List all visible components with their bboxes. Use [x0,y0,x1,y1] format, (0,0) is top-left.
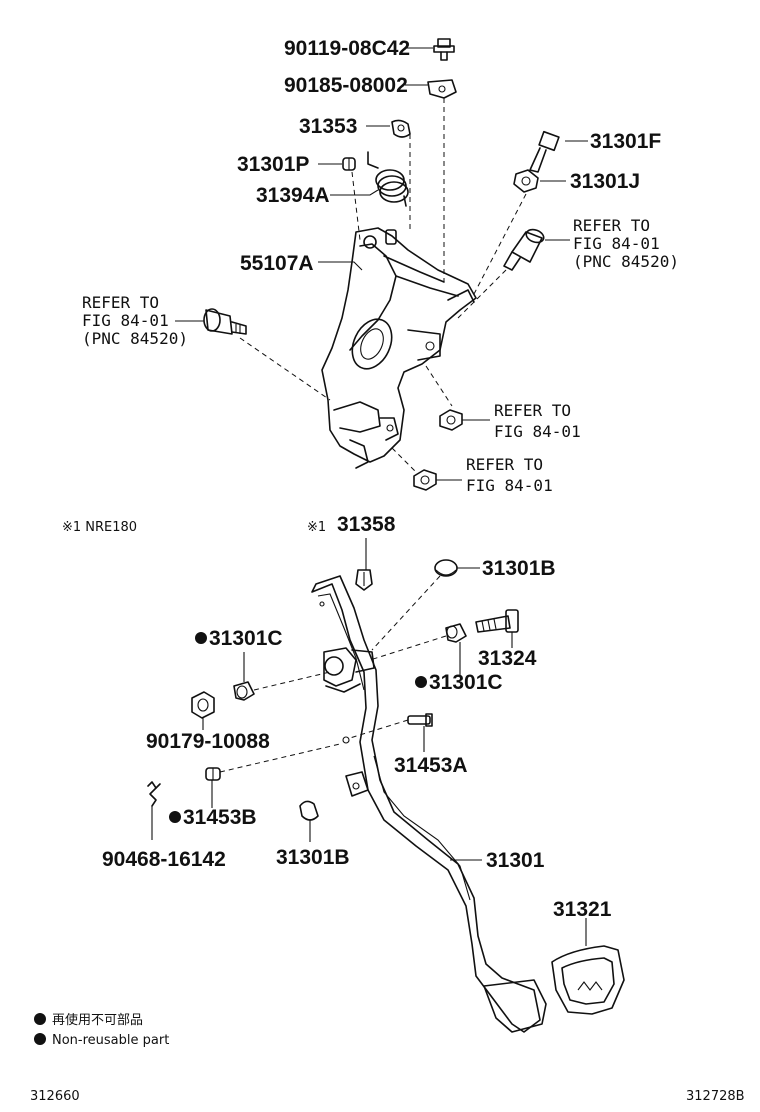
pedal-arm-31301-drawing [311,575,547,1033]
bolt-90119-drawing [433,38,455,61]
nut-31301J-drawing [513,169,539,193]
ref-mid-right-1-line2: FIG 84-01 [494,422,581,441]
label-31453B: 31453B [183,806,257,829]
collar-31301C-right-drawing [445,623,467,643]
label-31321: 31321 [553,898,612,921]
label-90185: 90185-08002 [284,74,408,97]
nonreusable-dot-31301C-right [415,676,427,688]
label-31358: 31358 [337,513,396,536]
nut-mid-right-2-drawing [413,469,437,491]
pedal-bracket-55107A-drawing [321,227,477,469]
legend-text-jp: 再使用不可部品 [52,1012,143,1028]
legend-text-en: Non-reusable part [52,1033,169,1048]
pedal-pad-31321-drawing [551,945,625,1015]
bushing-31453B-drawing [205,767,221,781]
label-90179: 90179-10088 [146,730,270,753]
footer-code-right: 312728B [686,1089,745,1104]
label-90468: 90468-16142 [102,848,226,871]
cap-31301B-bottom-drawing [299,800,319,821]
label-31301C-right: 31301C [429,671,503,694]
pin-31453A-drawing [407,713,433,727]
label-31301F: 31301F [590,130,661,153]
collar-31301C-left-drawing [233,681,255,701]
note-nre180: ※1 NRE180 [62,520,137,535]
label-31301J: 31301J [570,170,640,193]
label-31353: 31353 [299,115,357,138]
ref-left-upper-line3: (PNC 84520) [82,329,188,348]
stopper-31358-drawing [355,569,373,591]
ref-mid-right-1-line1: REFER TO [494,401,571,420]
cap-31301B-top-drawing [434,559,458,577]
label-31324: 31324 [478,647,537,670]
label-31394A: 31394A [256,184,330,207]
spring-31394A-drawing [367,151,409,207]
label-31301C-left: 31301C [209,627,283,650]
label-31301P: 31301P [237,153,309,176]
stop-lamp-switch-left-drawing [203,308,247,335]
label-31301B-bottom: 31301B [276,846,350,869]
footer-code-left: 312660 [30,1089,80,1104]
ref-mid-right-2-line1: REFER TO [466,455,543,474]
label-90119: 90119-08C42 [284,37,410,60]
legend-dot-jp [34,1013,46,1025]
bolt-31324-drawing [475,609,519,633]
ref-right-upper-line3: (PNC 84520) [573,252,679,271]
bolt-31301F-drawing [529,130,560,173]
nut-90179-drawing [191,691,215,719]
ref-left-upper-line2: FIG 84-01 [82,311,169,330]
ref-right-upper-line1: REFER TO [573,216,650,235]
clip-nut-90185-drawing [427,79,457,99]
label-55107A: 55107A [240,252,314,275]
nonreusable-dot-31301C-left [195,632,207,644]
stop-lamp-switch-right-drawing [503,228,545,271]
nonreusable-dot-31453B [169,811,181,823]
ref-mid-right-2-line2: FIG 84-01 [466,476,553,495]
legend-dot-en [34,1033,46,1045]
nut-mid-right-1-drawing [439,409,463,431]
ref-left-upper-line1: REFER TO [82,293,159,312]
asterisk-mark-31358: ※1 [307,520,326,535]
label-31301: 31301 [486,849,545,872]
bushing-31301P-drawing [342,157,356,171]
label-31301B-top: 31301B [482,557,556,580]
bushing-31353-drawing [391,119,411,138]
ref-right-upper-line2: FIG 84-01 [573,234,660,253]
label-31453A: 31453A [394,754,468,777]
clip-90468-drawing [147,781,161,807]
